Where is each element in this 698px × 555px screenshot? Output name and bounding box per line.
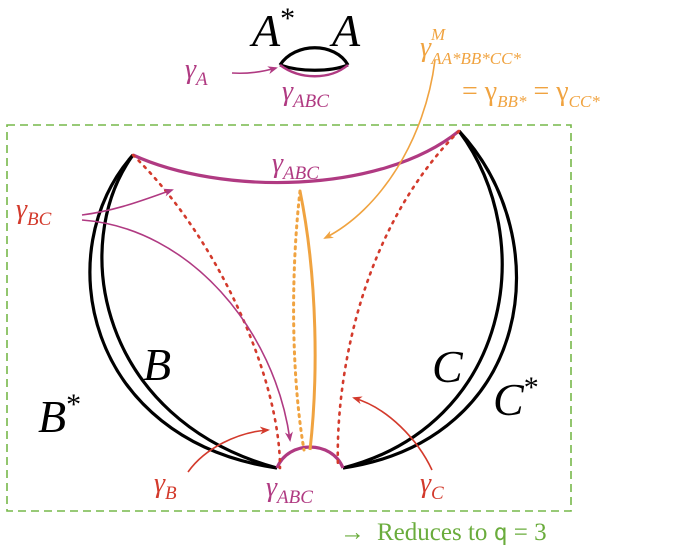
label-gamma-c: γC bbox=[420, 468, 444, 504]
gamma-b-arrow bbox=[187, 426, 270, 473]
label-gamma-bc: γBC bbox=[16, 194, 52, 230]
lens-gamma-abc bbox=[279, 64, 349, 78]
lens-top-black bbox=[278, 46, 350, 66]
gamma-m-solid bbox=[298, 190, 317, 451]
label-b-star: B* bbox=[38, 388, 81, 442]
gamma-bc-arrow-bottom bbox=[81, 219, 293, 442]
arc-c bbox=[342, 130, 504, 470]
label-gamma-abc-mid: γABC bbox=[272, 148, 319, 184]
label-gamma-a: γA bbox=[185, 54, 208, 90]
label-b: B bbox=[143, 339, 171, 390]
label-gamma-abc-lens: γABC bbox=[282, 76, 329, 112]
gamma-a-arrow bbox=[231, 66, 278, 75]
gamma-c-arrow bbox=[352, 396, 433, 471]
label-gamma-abc-bottom: γABC bbox=[266, 472, 313, 508]
gamma-m-dotted bbox=[292, 189, 306, 452]
reduction-box bbox=[6, 124, 572, 512]
gamma-b-dotted bbox=[131, 153, 282, 470]
arc-c-star bbox=[342, 129, 519, 470]
gamma-abc-bottom-curve bbox=[275, 445, 345, 469]
gamma-c-dotted bbox=[336, 129, 461, 470]
label-a-star: A* bbox=[249, 2, 295, 56]
arc-b-star bbox=[88, 153, 278, 470]
arc-b bbox=[100, 154, 278, 470]
label-a: A bbox=[329, 5, 361, 56]
label-gamma-b: γB bbox=[154, 468, 177, 504]
caption-reduces: →Reduces to q = 3 bbox=[340, 519, 547, 546]
gamma-bc-arrow-top bbox=[81, 188, 174, 216]
label-gamma-m-eq: = γBB* = γCC* bbox=[462, 76, 600, 111]
label-c-star: C* bbox=[493, 371, 539, 425]
label-c: C bbox=[432, 341, 464, 392]
caption-arrow: → bbox=[340, 519, 365, 546]
gamma-abc-top-curve bbox=[132, 129, 461, 185]
lens-bottom-black bbox=[279, 63, 349, 72]
gamma-m-arrow bbox=[323, 59, 436, 239]
